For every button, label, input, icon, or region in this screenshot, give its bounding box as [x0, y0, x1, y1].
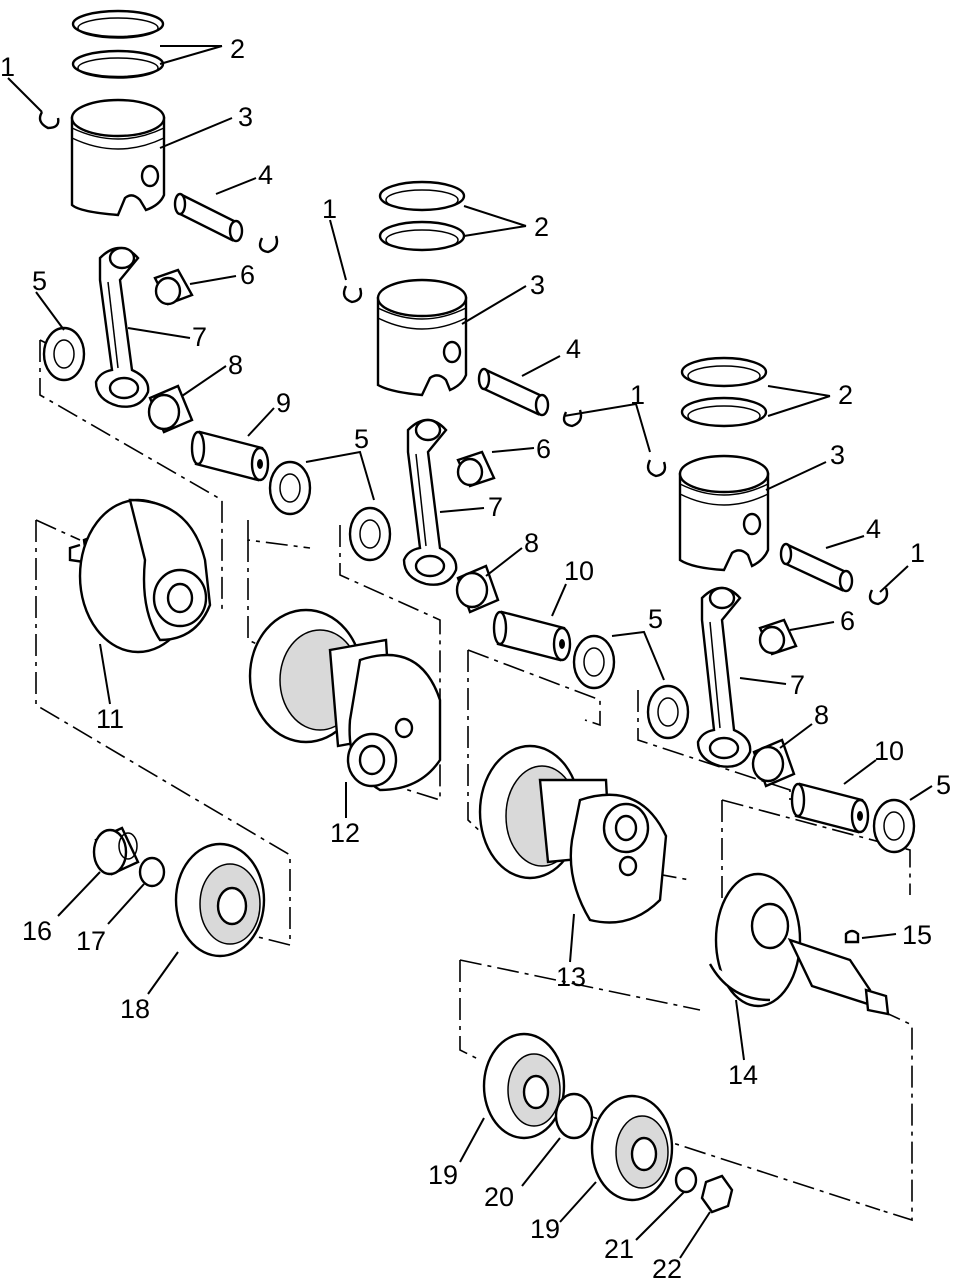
callout-8: 8 [524, 528, 539, 558]
callout-7: 7 [790, 670, 805, 700]
circlip-1b [258, 235, 279, 254]
callout-5: 5 [32, 266, 47, 296]
piston-pin-3 [779, 542, 854, 593]
needle-bearing-2-large [455, 564, 500, 614]
piston-2 [376, 278, 468, 397]
connecting-rod-3 [696, 586, 752, 768]
callout-8: 8 [814, 700, 829, 730]
crankshaft-section-12 [248, 608, 442, 792]
callout-10: 10 [874, 736, 904, 766]
crankpin-9 [190, 430, 270, 482]
circlip-2a [342, 285, 363, 304]
callout-6: 6 [536, 434, 551, 464]
callout-3: 3 [830, 440, 845, 470]
thrust-washer-3b [872, 798, 916, 854]
connecting-rod-1 [94, 246, 150, 408]
needle-bearing-1-large [147, 384, 194, 434]
piston-pin-2 [477, 367, 550, 417]
needle-bearing-2-small [456, 450, 496, 488]
callout-14: 14 [728, 1060, 758, 1090]
piston-ring-set-2 [378, 180, 466, 252]
piston-ring-set-3 [680, 356, 768, 428]
callout-numbers: 1 2 3 4 5 6 7 8 9 1 2 3 4 5 6 7 8 10 1 2… [0, 34, 951, 1280]
callout-19: 19 [530, 1214, 560, 1244]
piston-pin-1 [173, 192, 244, 243]
snap-ring-17 [138, 856, 166, 888]
callout-21: 21 [604, 1234, 634, 1264]
ball-bearing-19a [482, 1032, 566, 1140]
callout-1: 1 [630, 380, 645, 410]
callout-5: 5 [648, 604, 663, 634]
thrust-washer-2a [348, 506, 392, 562]
callout-22: 22 [652, 1254, 682, 1280]
circlip-2b [562, 409, 583, 428]
callout-18: 18 [120, 994, 150, 1024]
thrust-washer-3a [646, 684, 690, 740]
callout-6: 6 [840, 606, 855, 636]
callout-4: 4 [566, 334, 581, 364]
woodruff-key-15 [844, 929, 860, 944]
ball-bearing-19b [590, 1094, 674, 1202]
callout-3: 3 [238, 102, 253, 132]
callout-1: 1 [322, 194, 337, 224]
crankshaft-end-11 [68, 498, 212, 654]
callout-2: 2 [230, 34, 245, 64]
callout-4: 4 [866, 514, 881, 544]
callout-5: 5 [936, 770, 951, 800]
circlip-3a [646, 459, 667, 478]
callout-19: 19 [428, 1160, 458, 1190]
piston-1 [70, 98, 166, 217]
needle-bearing-3-small [758, 618, 798, 656]
bearing-race-16 [92, 826, 140, 876]
connecting-rod-2 [402, 418, 458, 586]
thrust-washer-2b [572, 634, 616, 690]
callout-3: 3 [530, 270, 545, 300]
callout-2: 2 [838, 380, 853, 410]
callout-9: 9 [276, 388, 291, 418]
callout-1: 1 [910, 538, 925, 568]
needle-bearing-1-small [153, 268, 194, 306]
callout-1: 1 [0, 52, 15, 82]
callout-6: 6 [240, 260, 255, 290]
callout-10: 10 [564, 556, 594, 586]
circlip-1a [38, 111, 60, 130]
callout-2: 2 [534, 212, 549, 242]
piston-3 [678, 454, 770, 572]
needle-bearing-3-large [751, 738, 796, 788]
callout-7: 7 [488, 492, 503, 522]
circlip-3b [868, 587, 889, 606]
snap-ring-20 [554, 1092, 594, 1140]
callout-8: 8 [228, 350, 243, 380]
thrust-washer-1a [42, 326, 86, 382]
callout-16: 16 [22, 916, 52, 946]
callout-4: 4 [258, 160, 273, 190]
nut-22 [700, 1174, 734, 1214]
callout-15: 15 [902, 920, 932, 950]
thrust-washer-1b [268, 460, 312, 516]
piston-ring-set-1 [71, 9, 165, 79]
callout-13: 13 [556, 962, 586, 992]
washer-21 [674, 1166, 698, 1194]
crankpin-10b [790, 782, 870, 834]
crankshaft-end-14 [708, 872, 890, 1016]
ball-bearing-18 [174, 842, 266, 958]
crankshaft-section-13 [478, 744, 668, 924]
callout-17: 17 [76, 926, 106, 956]
callout-20: 20 [484, 1182, 514, 1212]
callout-12: 12 [330, 818, 360, 848]
callout-5: 5 [354, 424, 369, 454]
callout-7: 7 [192, 322, 207, 352]
crankpin-10a [492, 610, 572, 662]
leader-lines [7, 45, 933, 1259]
callout-11: 11 [96, 704, 124, 734]
